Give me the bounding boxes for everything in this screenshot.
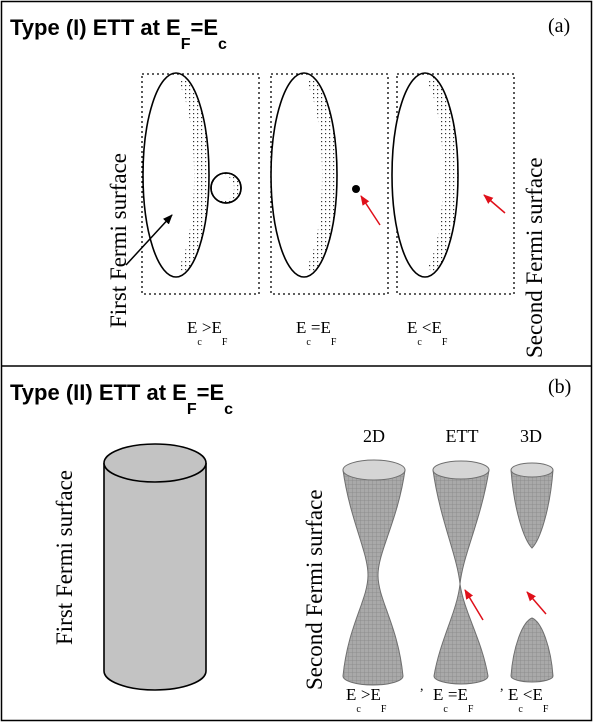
panel-a-title: Type (I) ETT at EF=Ec: [10, 15, 227, 53]
small-fermi-pocket: [210, 172, 242, 204]
first-fermi-surface-label-a: First Fermi surface: [106, 153, 131, 328]
fermi-ellipse-3: [391, 72, 459, 278]
condition-a-1: Ec>EF: [187, 318, 228, 348]
column-header-ett: ETT: [446, 426, 479, 446]
second-fermi-surface-label-a: Second Fermi surface: [522, 157, 547, 358]
fermi-ellipse-2: [270, 72, 338, 278]
red-arrow-3d-b: [526, 591, 547, 615]
red-arrow-ett: [360, 195, 381, 226]
surface-ett-cones: [432, 460, 490, 685]
panel-b-title: Type (II) ETT at EF=Ec: [10, 380, 233, 418]
separator-tick-1: ,: [420, 679, 424, 694]
red-arrow-gap: [483, 194, 506, 214]
box-condition-2: [270, 73, 389, 295]
critical-point-dot: [352, 185, 360, 193]
box-condition-1: [141, 73, 260, 295]
panel-a: Type (I) ETT at EF=Ec (a): [10, 15, 570, 358]
panel-a-tag: (a): [548, 15, 570, 37]
surface-2d-hourglass: [342, 459, 406, 686]
fermi-ellipse-1: [142, 72, 210, 278]
cylinder-fermi-surface: [103, 443, 207, 691]
column-header-2d: 2D: [363, 426, 385, 446]
first-fermi-surface-label-b: First Fermi surface: [52, 470, 77, 645]
condition-a-3: Ec<EF: [407, 318, 448, 348]
condition-b-2: Ec=EF: [433, 685, 474, 715]
panel-b: Type (II) ETT at EF=Ec (b) First Fermi s…: [10, 376, 571, 715]
red-arrow-ett-b: [464, 589, 484, 621]
column-header-3d: 3D: [520, 426, 542, 446]
panel-b-tag: (b): [548, 376, 571, 398]
box-condition-3: [396, 73, 515, 295]
condition-b-3: Ec<EF: [508, 685, 549, 715]
first-surface-arrow: [125, 214, 173, 266]
condition-a-2: Ec=EF: [296, 318, 337, 348]
separator-tick-2: ,: [500, 679, 504, 694]
condition-b-1: Ec>EF: [346, 685, 387, 715]
surface-3d-pockets: [510, 462, 554, 683]
second-fermi-surface-label-b: Second Fermi surface: [302, 489, 327, 690]
